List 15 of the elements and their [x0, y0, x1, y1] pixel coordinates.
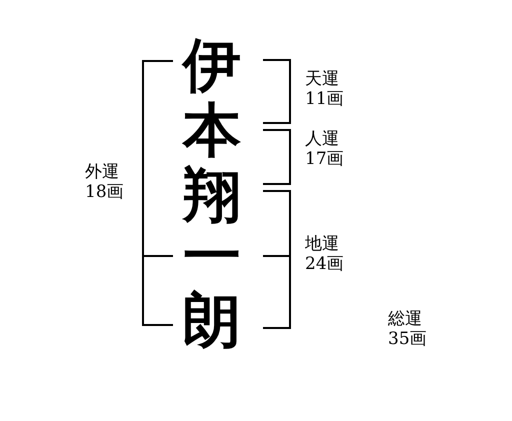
fortune-label: 人運 [305, 129, 339, 149]
stroke-count: 18画 [85, 182, 124, 202]
fortune-label: 総運 [388, 309, 422, 329]
fortune-label: 地運 [305, 234, 339, 254]
name-character: 一 [183, 226, 242, 286]
name-character: 朗 [182, 290, 242, 350]
name-character: 伊 [180, 35, 242, 95]
fortune-label: 外運 [85, 162, 119, 182]
fortune-label: 天運 [305, 69, 339, 89]
stroke-count: 24画 [305, 254, 344, 274]
stroke-count: 11画 [305, 89, 344, 109]
name-character: 翔 [181, 165, 242, 225]
name-character: 本 [181, 100, 242, 160]
stroke-count: 35画 [388, 329, 427, 349]
stroke-count: 17画 [305, 149, 344, 169]
